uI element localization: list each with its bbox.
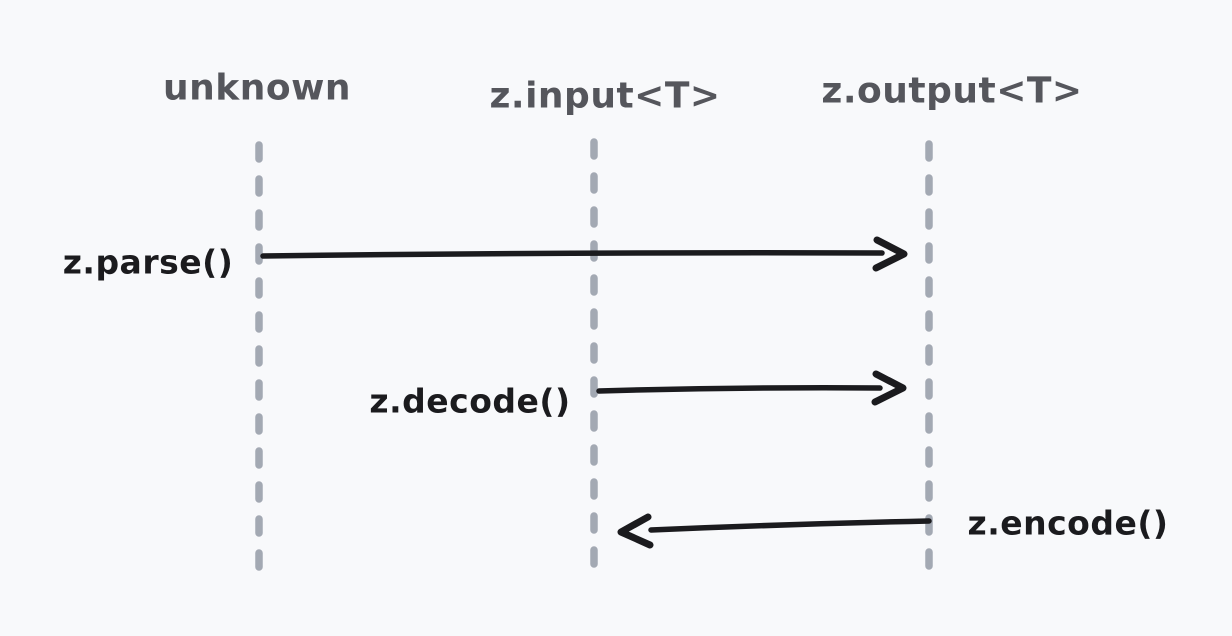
arrow-encode-shaft — [648, 518, 932, 533]
lifeline-output-label: z.output<T> — [821, 70, 1083, 112]
arrow-decode-shaft — [596, 385, 883, 394]
arrow-parse-head — [872, 236, 908, 272]
lifeline-input-label: z.input<T> — [489, 75, 721, 117]
message-encode-label: z.encode() — [967, 503, 1169, 543]
arrow-encode-head — [617, 513, 654, 549]
arrow-decode-head — [871, 370, 907, 406]
arrow-parse-shaft — [260, 250, 885, 259]
message-decode-label: z.decode() — [369, 381, 571, 421]
lifeline-unknown-label: unknown — [163, 67, 351, 109]
message-parse-label: z.parse() — [62, 242, 234, 282]
